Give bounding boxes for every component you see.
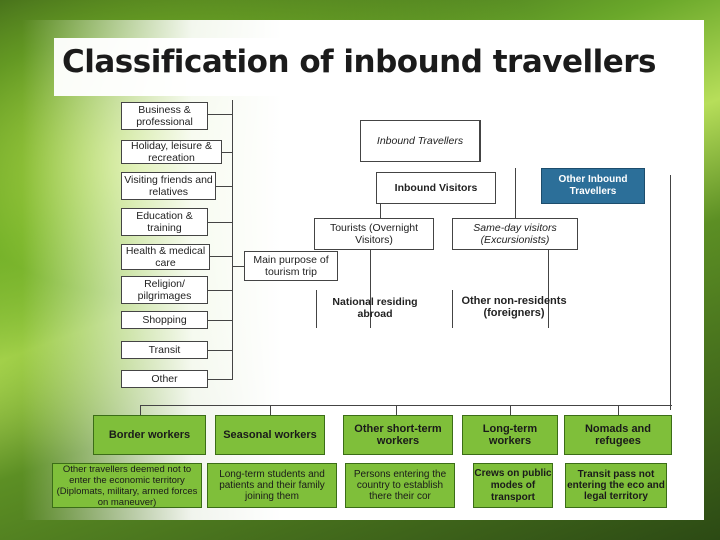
connector <box>140 405 141 415</box>
purpose-religion: Religion/ pilgrimages <box>121 276 208 304</box>
node-other-non-residents: Other non-residents (foreigners) <box>461 295 567 319</box>
connector <box>515 168 516 218</box>
connector <box>232 266 244 267</box>
bottom-crews: Crews on public modes of transport <box>473 463 553 508</box>
connector <box>210 256 232 257</box>
purpose-business: Business & professional <box>121 102 208 130</box>
purpose-holiday: Holiday, leisure & recreation <box>121 140 222 164</box>
connector <box>208 290 232 291</box>
page-title: Classification of inbound travellers <box>62 44 657 80</box>
purpose-transit: Transit <box>121 341 208 359</box>
connector <box>270 405 271 415</box>
slide-panel-edge <box>674 20 704 520</box>
node-other-inbound-travellers: Other Inbound Travellers <box>541 168 645 204</box>
worker-seasonal: Seasonal workers <box>215 415 325 455</box>
bottom-other-travellers: Other travellers deemed not to enter the… <box>52 463 202 508</box>
purpose-vfr: Visiting friends and relatives <box>121 172 216 200</box>
connector <box>216 186 232 187</box>
purpose-other: Other <box>121 370 208 388</box>
purpose-education: Education & training <box>121 208 208 236</box>
bottom-transit-pass: Transit pass not entering the eco and le… <box>565 463 667 508</box>
connector <box>140 405 672 406</box>
node-inbound-travellers: Inbound Travellers <box>360 120 480 162</box>
connector <box>232 100 233 380</box>
worker-long-term: Long-term workers <box>462 415 558 455</box>
node-main-purpose: Main purpose of tourism trip <box>244 251 338 281</box>
connector <box>208 350 232 351</box>
connector <box>208 320 232 321</box>
purpose-shopping: Shopping <box>121 311 208 329</box>
node-national-residing-abroad: National residing abroad <box>332 296 418 320</box>
connector <box>480 120 481 162</box>
connector <box>396 405 397 415</box>
connector <box>618 405 619 415</box>
connector <box>208 379 232 380</box>
connector <box>208 222 232 223</box>
worker-nomads-refugees: Nomads and refugees <box>564 415 672 455</box>
bottom-persons-entering: Persons entering the country to establis… <box>345 463 455 508</box>
node-tourists: Tourists (Overnight Visitors) <box>314 218 434 250</box>
connector <box>222 152 232 153</box>
worker-border: Border workers <box>93 415 206 455</box>
connector <box>452 290 453 328</box>
connector <box>316 290 317 328</box>
bottom-long-term-students: Long-term students and patients and thei… <box>207 463 337 508</box>
node-inbound-visitors: Inbound Visitors <box>376 172 496 204</box>
connector <box>208 114 232 115</box>
worker-short-term: Other short-term workers <box>343 415 453 455</box>
purpose-health: Health & medical care <box>121 244 210 270</box>
node-same-day-visitors: Same-day visitors (Excursionists) <box>452 218 578 250</box>
connector <box>670 175 671 410</box>
connector <box>548 250 549 328</box>
connector <box>370 250 371 328</box>
title-band <box>54 38 674 96</box>
connector <box>510 405 511 415</box>
